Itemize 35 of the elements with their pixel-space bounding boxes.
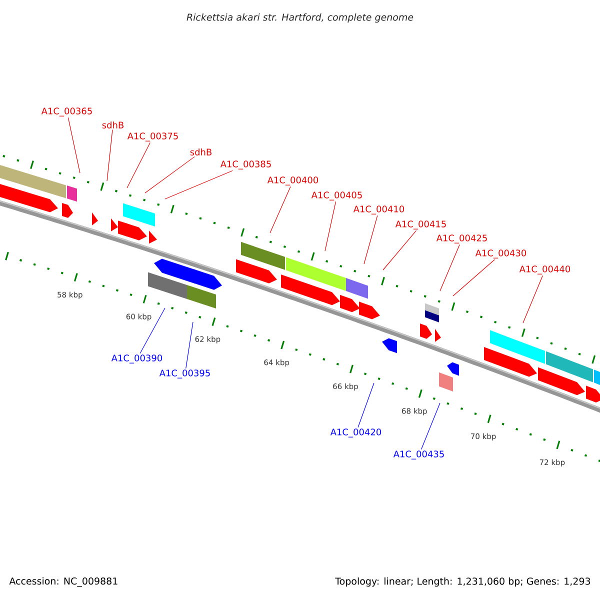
gene-label: A1C_00415: [395, 220, 446, 230]
leader-line: [420, 402, 440, 450]
gene-label: A1C_00430: [475, 250, 526, 258]
leader-line: [440, 244, 460, 292]
gene-label: A1C_00385: [220, 160, 271, 170]
gene-label: A1C_00365: [41, 108, 92, 116]
accession-text: Accession: NC_009881: [9, 577, 118, 587]
gene-label: A1C_00375: [127, 132, 178, 142]
gene-label: A1C_00395: [159, 370, 210, 378]
gene-label: sdhB: [102, 122, 124, 128]
leader-line: [324, 201, 336, 252]
title: Rickettsia akari str. Hartford, complete genome: [186, 13, 414, 23]
leader-line: [522, 275, 543, 324]
leader-line: [144, 156, 195, 194]
gene-label: A1C_00405: [311, 192, 362, 200]
summary-text: Topology: linear; Length: 1,231,060 bp; Genes: 1,293: [335, 577, 590, 587]
leader-line: [452, 259, 495, 296]
gene-label: A1C_00435: [393, 450, 444, 460]
gene-label: A1C_00425: [436, 234, 487, 244]
leader-line: [164, 170, 233, 200]
gene-label: A1C_00410: [353, 206, 404, 214]
leader-line: [68, 117, 80, 174]
leader-line: [106, 129, 113, 182]
leader-line: [186, 322, 194, 369]
leader-line: [140, 308, 166, 354]
gene-label: A1C_00400: [267, 176, 318, 186]
leader-line: [364, 215, 378, 264]
leader-line: [270, 186, 291, 234]
gene-label: A1C_00420: [330, 428, 382, 438]
leader-line: [382, 230, 417, 270]
gene-label: sdhB: [190, 148, 212, 156]
gene-label: A1C_00440: [519, 266, 570, 274]
leader-line: [126, 142, 150, 188]
leader-line: [358, 382, 374, 428]
gene-label: A1C_00390: [111, 354, 162, 364]
